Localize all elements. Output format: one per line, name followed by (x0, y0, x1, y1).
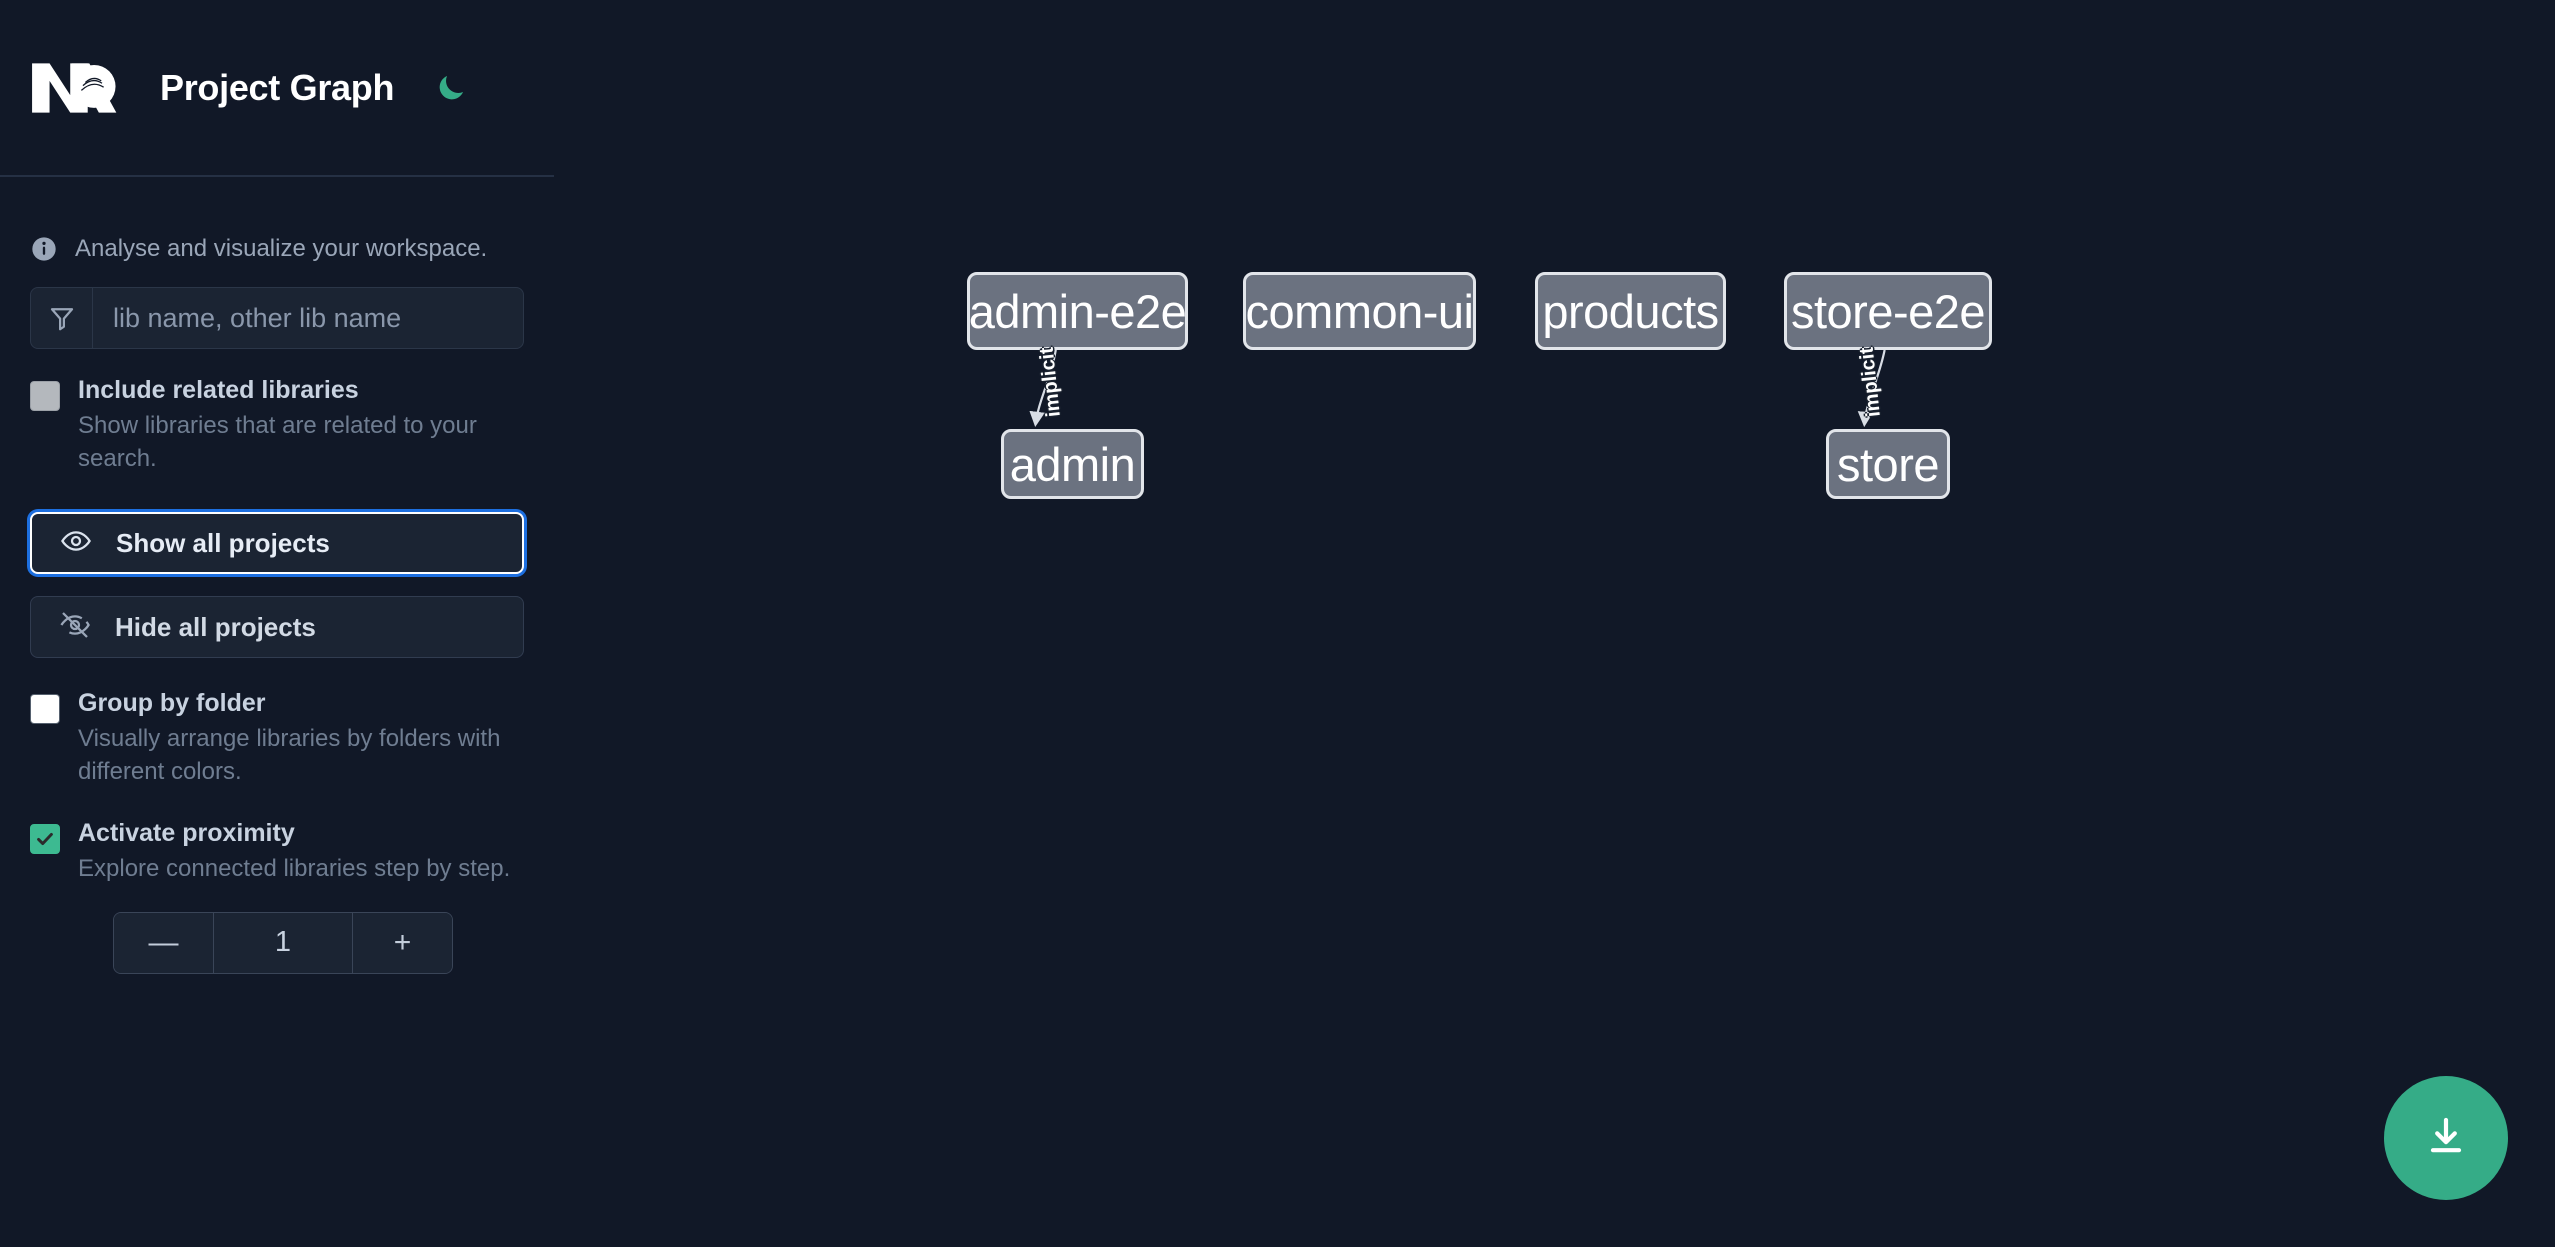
checkbox-activate-proximity[interactable] (30, 824, 60, 855)
node-label: store-e2e (1790, 284, 1986, 338)
info-circle-icon (30, 235, 58, 263)
brand-header: Project Graph (0, 0, 554, 177)
option-label: Include related libraries (78, 376, 359, 404)
option-include-related-libraries[interactable]: Include related libraries Show libraries… (0, 349, 554, 475)
tagline-text: Analyse and visualize your workspace. (75, 234, 488, 262)
tagline-row: Analyse and visualize your workspace. (0, 177, 554, 287)
hide-all-projects-label: Hide all projects (115, 611, 316, 642)
checkbox-group-by-folder[interactable] (30, 694, 60, 725)
eye-icon (60, 525, 92, 562)
option-label: Group by folder (78, 689, 266, 718)
sidebar: Project Graph Analyse and visualize your… (0, 0, 554, 1247)
option-description: Visually arrange libraries by folders wi… (78, 725, 501, 785)
stepper-decrement-button[interactable]: — (114, 912, 214, 973)
quantity-stepper[interactable]: — 1 + (113, 911, 453, 974)
nx-logo-icon (27, 57, 123, 119)
option-description: Show libraries that are related to your … (78, 412, 477, 472)
filter-box[interactable] (30, 287, 524, 349)
option-activate-proximity[interactable]: Activate proximity Explore connected lib… (0, 788, 554, 886)
graph-canvas[interactable]: admin-e2e common-ui products store-e2e a… (554, 0, 2555, 1247)
show-all-projects-button[interactable]: Show all projects (30, 512, 524, 575)
option-description: Explore connected libraries step by step… (78, 855, 511, 883)
node-label: admin-e2e (968, 284, 1187, 338)
node-label: products (1542, 284, 1719, 338)
search-input[interactable] (93, 288, 523, 348)
checkbox-include-related-libraries[interactable] (30, 381, 60, 411)
edge-store-e2e-to-store (1857, 349, 1886, 428)
page-title: Project Graph (160, 66, 395, 108)
show-all-projects-label: Show all projects (116, 527, 330, 558)
graph-node-common-ui[interactable]: common-ui (1243, 272, 1476, 350)
filter-row (0, 287, 554, 349)
node-label: store (1837, 437, 1940, 491)
filter-funnel-icon (31, 288, 93, 348)
option-label: Activate proximity (78, 819, 295, 848)
hide-all-projects-button[interactable]: Hide all projects (30, 596, 524, 659)
node-label: common-ui (1245, 284, 1474, 338)
edge-admin-e2e-to-admin (1029, 349, 1057, 428)
graph-node-admin[interactable]: admin (1001, 429, 1144, 499)
graph-node-products[interactable]: products (1535, 272, 1726, 350)
stepper-increment-button[interactable]: + (352, 912, 452, 973)
download-icon (2422, 1113, 2470, 1164)
stepper-value: 1 (274, 926, 292, 959)
graph-node-admin-e2e[interactable]: admin-e2e (967, 272, 1188, 350)
proximity-stepper-row: — 1 + (0, 886, 554, 974)
node-label: admin (1009, 437, 1136, 491)
download-graph-button[interactable] (2384, 1076, 2508, 1200)
graph-node-store[interactable]: store (1826, 429, 1950, 499)
eye-off-icon (59, 609, 91, 646)
graph-node-store-e2e[interactable]: store-e2e (1784, 272, 1992, 350)
option-group-by-folder[interactable]: Group by folder Visually arrange librari… (0, 658, 554, 788)
graph-edges-layer (1029, 349, 1886, 428)
moon-icon[interactable] (429, 66, 473, 110)
visibility-button-group: Show all projects Hide all projects (0, 475, 554, 659)
